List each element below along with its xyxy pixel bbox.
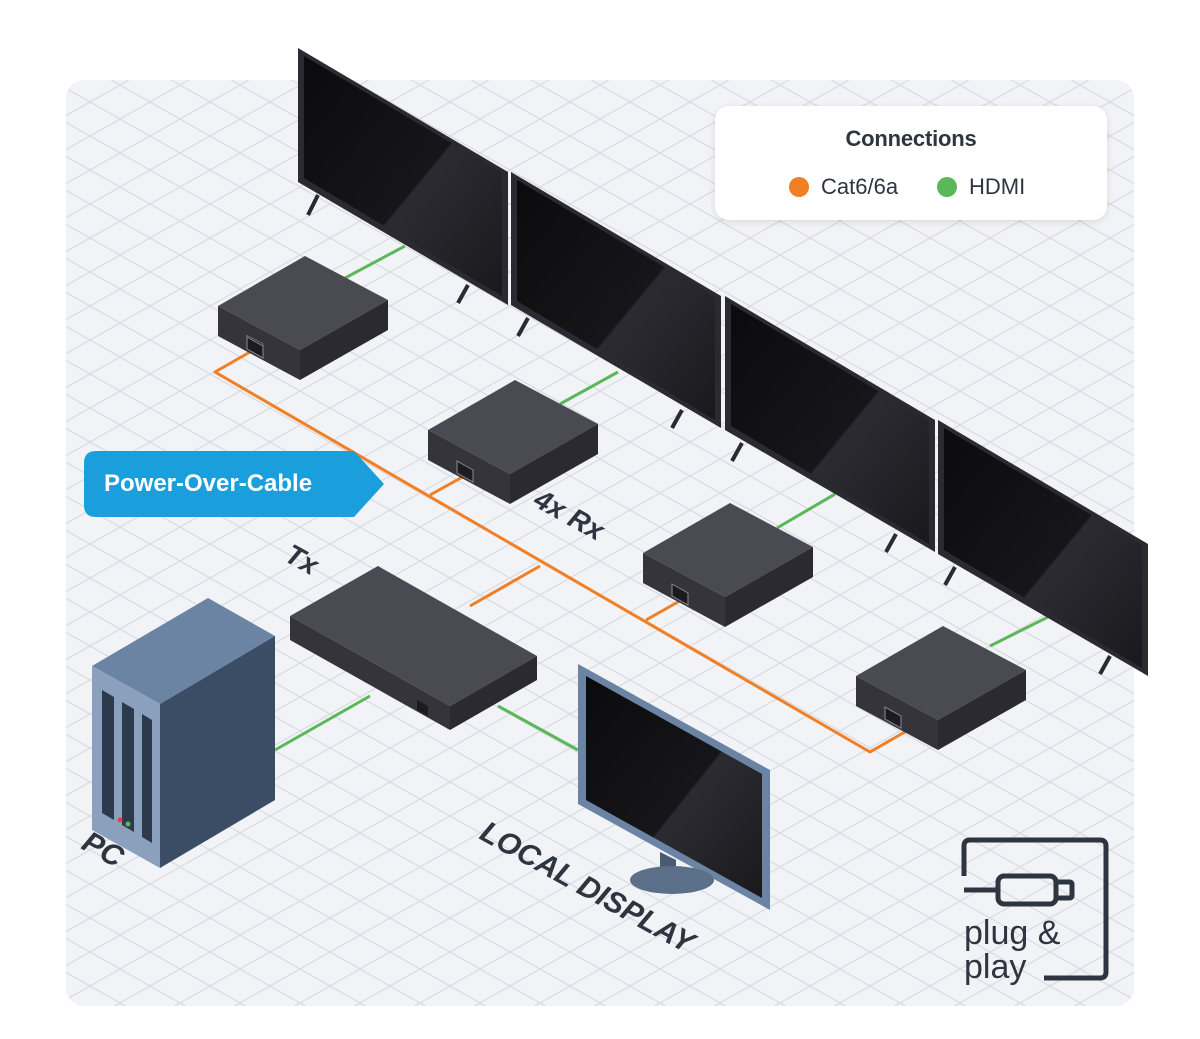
local-monitor [578, 664, 770, 910]
hdmi-plug-icon [961, 837, 1109, 981]
cat6-dot-icon [789, 177, 809, 197]
rx-box-1 [218, 256, 388, 380]
power-over-cable-callout: Power-Over-Cable [84, 451, 384, 517]
callout-label: Power-Over-Cable [104, 470, 313, 497]
connections-legend: Connections Cat6/6a HDMI [715, 106, 1107, 220]
badge-line-2: play [964, 948, 1027, 986]
legend-label-cat6: Cat6/6a [821, 174, 899, 199]
legend-item-hdmi: HDMI [937, 174, 1025, 200]
callout-shape [84, 451, 384, 517]
pc-tower [92, 598, 275, 868]
rx-box-4 [856, 626, 1026, 750]
plug-and-play-badge: plug & play [960, 836, 1110, 986]
tv-display-1 [298, 48, 508, 305]
legend-title: Connections [845, 126, 977, 151]
rj45-ports [246, 336, 902, 729]
rx-box-3 [643, 503, 813, 627]
hdmi-dot-icon [937, 177, 957, 197]
legend-label-hdmi: HDMI [969, 174, 1026, 199]
legend-item-cat6: Cat6/6a [789, 174, 898, 200]
hdmi-cables [274, 244, 1049, 752]
tv-display-4 [938, 420, 1148, 676]
badge-line-1: plug & [964, 914, 1061, 952]
tv-display-2 [511, 172, 721, 429]
tx-box [290, 566, 537, 730]
rx-box-2 [428, 380, 598, 504]
tv-display-3 [725, 296, 935, 553]
